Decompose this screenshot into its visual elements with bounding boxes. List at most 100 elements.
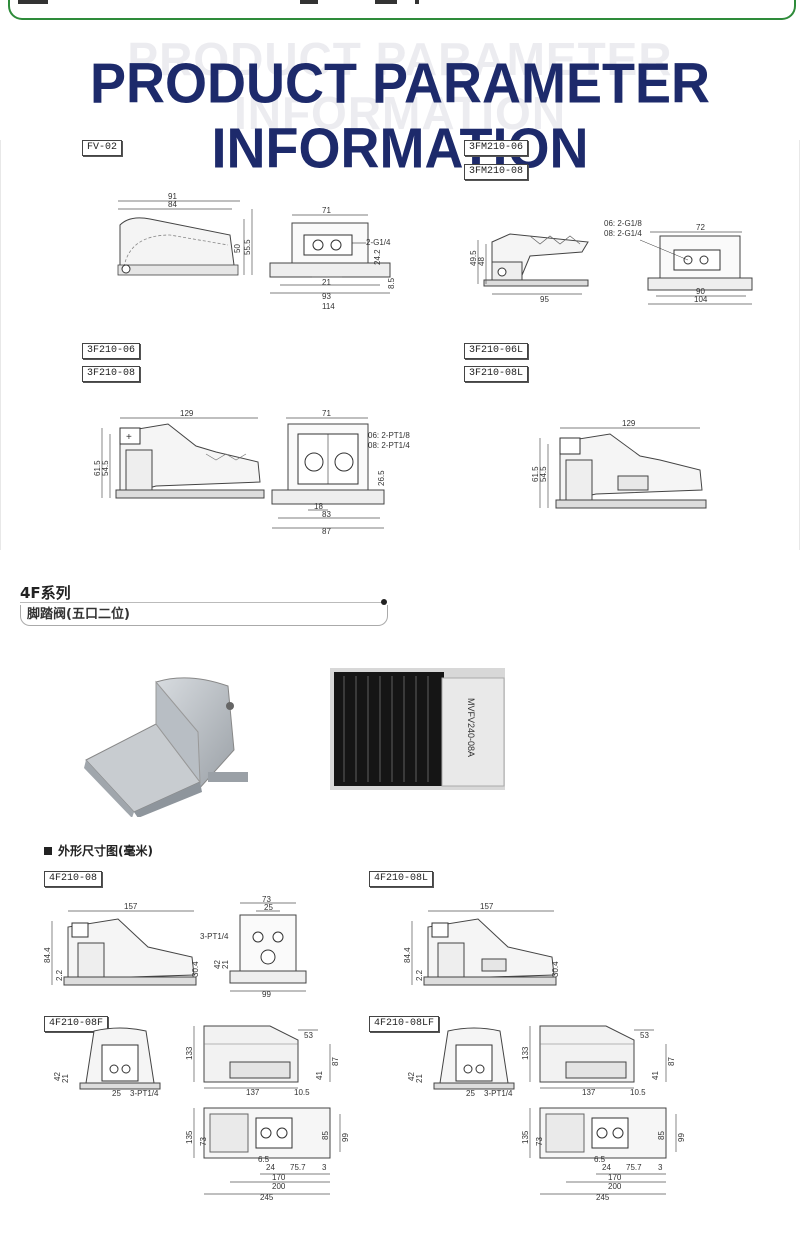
dim-label: 53: [640, 1031, 649, 1040]
dim-label: 170: [608, 1173, 622, 1182]
f4lf-top-drawing: 135 73 85 99 6.5 24 75.7 3 170 200 245: [521, 1107, 686, 1202]
dim-label: 25: [264, 903, 273, 912]
series-divider-dot: [381, 599, 387, 605]
dim-label: 2.2: [55, 969, 64, 981]
dim-label: 3-PT1/4: [200, 932, 229, 941]
fm-front-drawing: 06: 2-G1/8 08: 2-G1/4 72 90 104: [604, 219, 753, 305]
dim-label: 21: [221, 960, 230, 969]
dim-label: 3-PT1/4: [484, 1089, 513, 1098]
dim-label: 95: [540, 295, 549, 304]
dim-label: 54.5: [539, 466, 548, 482]
dim-label: 49.5: [469, 250, 478, 266]
dims-section-title: 外形尺寸图(毫米): [44, 842, 153, 859]
dim-label: 99: [262, 990, 271, 999]
fm-side-drawing: 49.5 48 95: [469, 233, 589, 304]
dim-label: 129: [180, 409, 194, 418]
model-label: 4F210-08F: [44, 1016, 109, 1032]
svg-text:+: +: [126, 432, 132, 443]
dim-label: 137: [246, 1088, 260, 1097]
dim-label: 90: [696, 287, 705, 296]
dim-label: 84: [168, 200, 177, 209]
series-subtitle: 脚踏阀(五口二位): [20, 605, 388, 626]
fv02-side-drawing: 91 84 50 55.5: [117, 192, 253, 276]
dim-label: 87: [322, 527, 331, 536]
dim-label: 99: [341, 1133, 350, 1142]
dim-label: 26.5: [377, 470, 386, 486]
f4f-front-drawing: 42 21 25 3-PT1/4: [53, 1027, 161, 1098]
dim-label: 25: [466, 1089, 475, 1098]
f3-side-drawing: + 129 61.5 54.5: [93, 409, 265, 499]
model-label: 3FM210-06: [464, 140, 529, 156]
f4f-top-drawing: 135 73 85 99 6.5 24 75.7 3 170 200 245: [185, 1107, 350, 1202]
dim-label: 48: [477, 257, 486, 266]
dim-label: 157: [480, 902, 494, 911]
model-label: 3F210-08: [82, 366, 141, 382]
pedal-photo-gray: [84, 677, 248, 817]
top-frame: [8, 0, 796, 20]
dim-label: 93: [322, 292, 331, 301]
dim-label: 21: [415, 1074, 424, 1083]
dim-label: 85: [321, 1131, 330, 1140]
dim-label: 73: [262, 895, 271, 904]
dims-section-text: 外形尺寸图(毫米): [58, 844, 153, 858]
model-label: 4F210-08LF: [369, 1016, 440, 1032]
dim-label: 157: [124, 902, 138, 911]
dim-label: 3: [322, 1163, 327, 1172]
model-label: 3F210-06L: [464, 343, 529, 359]
dim-label: 24: [266, 1163, 275, 1172]
dim-label: 3: [658, 1163, 663, 1172]
series-divider: [20, 602, 385, 603]
dim-label: 135: [521, 1130, 530, 1144]
dim-label: 50: [233, 244, 242, 253]
dim-label: 135: [185, 1130, 194, 1144]
f3l-side-drawing: 129 61.5 54.5: [531, 419, 707, 509]
dim-label: 61.5: [531, 466, 540, 482]
dim-label: 99: [677, 1133, 686, 1142]
title-shadow: PRODUCT PARAMETER INFORMATION: [127, 33, 673, 139]
dim-label: 87: [667, 1057, 676, 1066]
dim-label: 24.2: [373, 249, 382, 265]
model-label: 4F210-08: [44, 871, 103, 887]
dim-label: 42: [407, 1072, 416, 1081]
dim-label: 170: [272, 1173, 286, 1182]
dim-label: 41: [651, 1071, 660, 1080]
bullet-square: [44, 847, 52, 855]
dim-label: 55.5: [243, 239, 252, 255]
f3-front-drawing: 71 06: 2-PT1/8 08: 2-PT1/4 26.5 18 83 87: [271, 409, 410, 536]
series-title: 4F系列: [20, 584, 71, 602]
f4-side-drawing: 157 84.4 2.2 30.4: [43, 902, 200, 986]
dim-label: 91: [168, 192, 177, 201]
dim-label: 73: [535, 1137, 544, 1146]
dim-label: 30.4: [191, 961, 200, 977]
product-model-text: MVFV240-08A: [466, 698, 476, 757]
dim-label: 133: [185, 1046, 194, 1060]
model-label: 3F210-08L: [464, 366, 529, 382]
dim-label: 104: [694, 295, 708, 304]
dim-label: 73: [199, 1137, 208, 1146]
dim-label: 54.5: [101, 460, 110, 476]
f4-front-drawing: 73 25 3-PT1/4 42 21 99: [200, 895, 307, 999]
frame-stub: [300, 0, 318, 4]
model-label: 4F210-08L: [369, 871, 434, 887]
dim-label: 08: 2-PT1/4: [368, 441, 410, 450]
dim-label: 3-PT1/4: [130, 1089, 159, 1098]
dim-label: 137: [582, 1088, 596, 1097]
model-label: 3F210-06: [82, 343, 141, 359]
dim-label: 133: [521, 1046, 530, 1060]
dim-label: 72: [696, 223, 705, 232]
dim-label: 245: [596, 1193, 610, 1202]
fv02-front-drawing: 71 2-G1/4 24.2 8.5 21 93 114: [269, 206, 396, 311]
panel-edge: [0, 140, 1, 550]
dim-label: 71: [322, 409, 331, 418]
dim-label: 129: [622, 419, 636, 428]
dim-label: 18: [314, 502, 323, 511]
dim-label: 24: [602, 1163, 611, 1172]
dim-label: 200: [608, 1182, 622, 1191]
dim-label: 83: [322, 510, 331, 519]
dim-label: 10.5: [630, 1088, 646, 1097]
model-label: 3FM210-08: [464, 164, 529, 180]
dim-label: 41: [315, 1071, 324, 1080]
f4l-side-drawing: 157 84.4 2.2 30.4: [403, 902, 560, 986]
dim-label: 114: [322, 302, 335, 311]
dim-label: 85: [657, 1131, 666, 1140]
